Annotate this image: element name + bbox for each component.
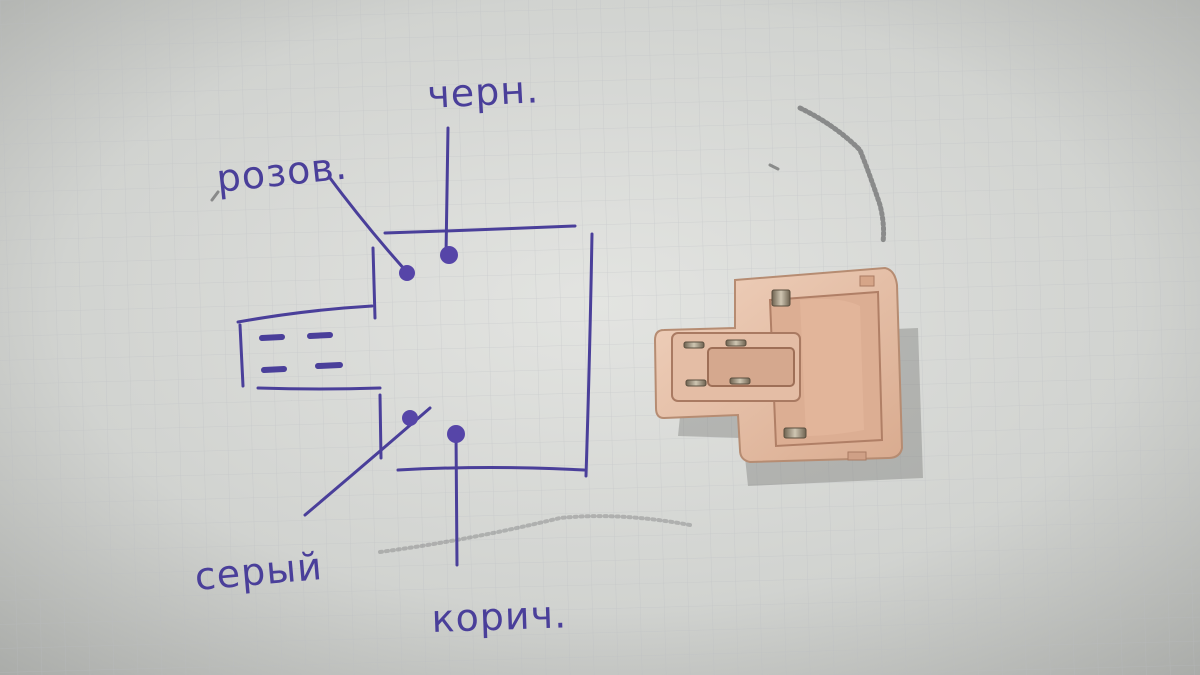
- contact-dot: [399, 265, 415, 281]
- pencil-smudges: [210, 105, 887, 554]
- connector-pin: [725, 339, 747, 347]
- connector-pin: [685, 379, 707, 387]
- connector-pin: [729, 377, 751, 385]
- connector-pin: [783, 427, 807, 439]
- sketch-contacts: [399, 246, 465, 443]
- connector-pins: [683, 289, 807, 439]
- sketch-plug-outline: [236, 304, 374, 324]
- leader-brown: [454, 430, 459, 567]
- contact-dot: [447, 425, 465, 443]
- leader-black: [444, 126, 450, 257]
- connector-pin: [683, 341, 705, 349]
- contact-dot: [402, 410, 418, 426]
- connector-part: [653, 266, 923, 486]
- connector-pin: [771, 289, 791, 307]
- wiring-sketch: [236, 126, 594, 567]
- label-brown: корич.: [431, 592, 568, 641]
- contact-dot: [440, 246, 458, 264]
- label-black: черн.: [426, 67, 540, 117]
- leader-pink: [328, 176, 407, 272]
- sketch-body-outline: [383, 224, 577, 235]
